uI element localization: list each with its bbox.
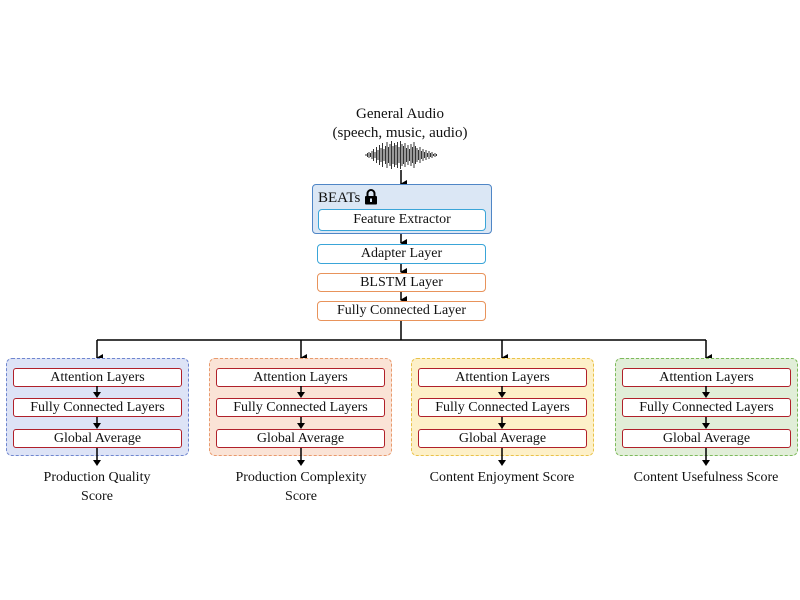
input-subtitle: (speech, music, audio) xyxy=(332,125,468,141)
adapter-layer-box: Adapter Layer xyxy=(317,244,486,264)
arrow-head xyxy=(498,423,506,429)
waveform-icon xyxy=(365,141,437,169)
lock-icon xyxy=(365,189,377,205)
global-average-box: Global Average xyxy=(13,429,182,448)
arrow-head xyxy=(297,423,305,429)
feature-extractor-box: Feature Extractor xyxy=(318,209,486,231)
global-average-box: Global Average xyxy=(622,429,791,448)
branch-arrows xyxy=(93,386,101,466)
arrow-head xyxy=(498,460,506,466)
arrow-head xyxy=(93,423,101,429)
fully-connected-layers-box: Fully Connected Layers xyxy=(622,398,791,417)
input-title: General Audio xyxy=(356,106,444,122)
arrow-head xyxy=(297,460,305,466)
branch-arrows xyxy=(297,386,305,466)
attention-layers-box: Attention Layers xyxy=(13,368,182,387)
beats-label: BEATs xyxy=(318,190,361,206)
arrow-head xyxy=(702,460,710,466)
arrow-head xyxy=(702,423,710,429)
global-average-box: Global Average xyxy=(418,429,587,448)
arrow-head xyxy=(93,392,101,398)
attention-layers-box: Attention Layers xyxy=(216,368,385,387)
arrow-head xyxy=(498,392,506,398)
score-label: Production Complexity xyxy=(235,470,367,485)
branch-arrows xyxy=(702,386,710,466)
fully-connected-layers-box: Fully Connected Layers xyxy=(418,398,587,417)
arrow-head xyxy=(702,392,710,398)
score-label-line2: Score xyxy=(285,489,317,504)
score-label: Content Enjoyment Score xyxy=(429,470,575,485)
score-label-line2: Score xyxy=(81,489,113,504)
fully-connected-layers-box: Fully Connected Layers xyxy=(216,398,385,417)
fully-connected-layers-box: Fully Connected Layers xyxy=(13,398,182,417)
score-label: Production Quality xyxy=(43,470,151,485)
attention-layers-box: Attention Layers xyxy=(418,368,587,387)
arrow-head xyxy=(297,392,305,398)
fully-connected-layer-box: Fully Connected Layer xyxy=(317,301,486,321)
global-average-box: Global Average xyxy=(216,429,385,448)
attention-layers-box: Attention Layers xyxy=(622,368,791,387)
blstm-layer-box: BLSTM Layer xyxy=(317,273,486,292)
score-label: Content Usefulness Score xyxy=(633,470,779,485)
arrow-head xyxy=(93,460,101,466)
branch-arrows xyxy=(498,386,506,466)
